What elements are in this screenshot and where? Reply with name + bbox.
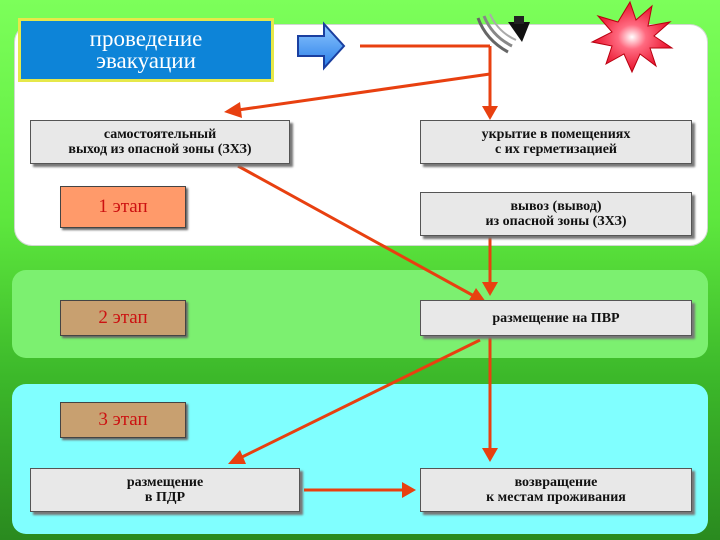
box-return-home-line-1: возвращение	[514, 475, 598, 490]
arrow-pdr-to-return	[304, 482, 416, 498]
stage-2-label: 2 этап	[60, 300, 186, 336]
box-shelter-line-1: укрытие в помещениях	[481, 127, 631, 142]
stage-1-label: 1 этап	[60, 186, 186, 228]
arrow-right-icon	[297, 21, 346, 71]
box-shelter-line-2: с их герметизацией	[495, 142, 617, 157]
explosion-icon	[590, 0, 674, 74]
box-self-exit-line-1: самостоятельный	[103, 127, 217, 142]
arrow-selfexit-to-pvr	[237, 164, 486, 302]
box-removal-line-1: вывоз (вывод)	[510, 199, 602, 214]
box-pdr: размещение в ПДР	[30, 468, 300, 512]
arrow-pvr-to-return	[482, 336, 498, 462]
box-removal: вывоз (вывод) из опасной зоны (ЗХЗ)	[420, 192, 692, 236]
box-return-home: возвращение к местам проживания	[420, 468, 692, 512]
box-pdr-line-1: размещение	[126, 475, 204, 490]
title-line-2: эвакуации	[96, 48, 196, 73]
box-shelter: укрытие в помещениях с их герметизацией	[420, 120, 692, 164]
box-pvr: размещение на ПВР	[420, 300, 692, 336]
stage-3-label: 3 этап	[60, 402, 186, 438]
arrow-removal-to-pvr	[482, 236, 498, 296]
box-pdr-line-2: в ПДР	[144, 490, 186, 505]
arrow-top-feed	[224, 44, 498, 120]
flow-arrows	[224, 44, 498, 498]
box-removal-line-2: из опасной зоны (ЗХЗ)	[485, 214, 627, 229]
arrow-pvr-to-pdr	[228, 338, 481, 464]
box-pvr-line-1: размещение на ПВР	[492, 310, 620, 326]
title-line-1: проведение	[89, 26, 203, 51]
title-box: проведение эвакуации	[18, 18, 274, 82]
radiation-sign-icon	[476, 13, 530, 54]
box-self-exit-line-2: выход из опасной зоны (ЗХЗ)	[68, 142, 252, 157]
box-self-exit: самостоятельный выход из опасной зоны (З…	[30, 120, 290, 164]
box-return-home-line-2: к местам проживания	[486, 490, 626, 505]
